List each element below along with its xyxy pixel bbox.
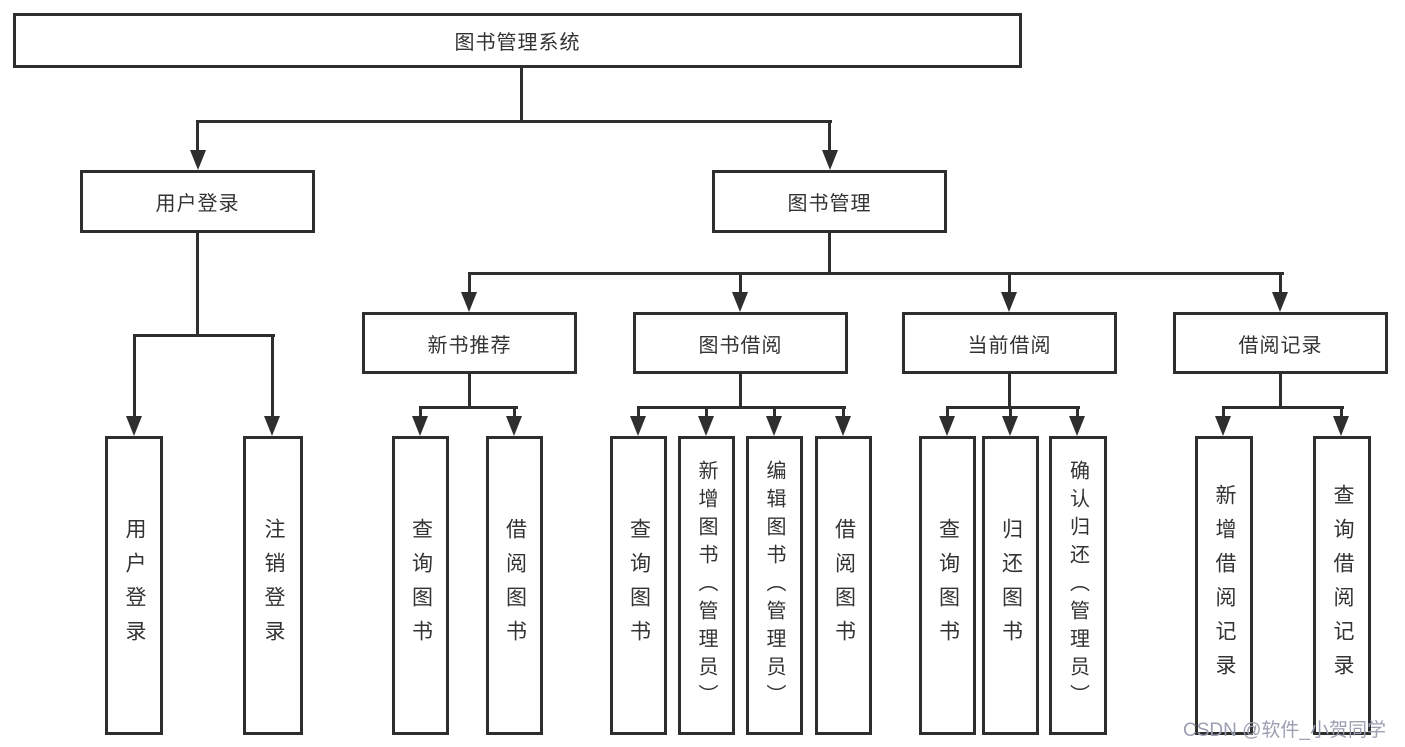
node-borrow-records: 借阅记录	[1173, 312, 1388, 374]
arrow-head	[126, 416, 142, 436]
node-root-system-label: 图书管理系统	[454, 32, 581, 54]
arrow-head	[461, 292, 477, 312]
arrow-head	[835, 416, 851, 436]
leaf-cb-return-books: 归还图书	[982, 436, 1039, 735]
connector-new-book-rec-crossbar	[419, 406, 518, 409]
leaf-cb-confirm-return-admin: 确认归还（管理员）	[1049, 436, 1107, 735]
arrow-head	[506, 416, 522, 436]
connector-user-login-crossbar	[133, 334, 275, 337]
node-book-mgmt-label: 图书管理	[787, 193, 872, 215]
leaf-cb-return-books-label: 归还图书	[999, 517, 1023, 654]
connector-to-logout	[271, 334, 274, 418]
node-new-book-rec-label: 新书推荐	[427, 334, 512, 357]
leaf-cb-query-books-label: 查询图书	[936, 517, 960, 654]
leaf-logout-label: 注销登录	[262, 517, 285, 654]
node-user-login: 用户登录	[80, 170, 315, 233]
leaf-bb-add-book-admin-label: 新增图书（管理员）	[695, 459, 717, 712]
connector-borrow-records-stem	[1279, 374, 1282, 409]
connector-user-login-stem	[196, 233, 199, 337]
connector-to-login	[133, 334, 136, 418]
leaf-bb-borrow-books-label: 借阅图书	[832, 517, 856, 654]
leaf-br-add-record: 新增借阅记录	[1195, 436, 1253, 735]
connector-leaf	[1222, 406, 1225, 418]
leaf-bb-borrow-books: 借阅图书	[815, 436, 872, 735]
arrow-head	[1069, 416, 1085, 436]
arrow-head	[822, 150, 838, 170]
connector-leaf	[637, 406, 640, 418]
node-book-mgmt: 图书管理	[712, 170, 947, 233]
arrow-head	[264, 416, 280, 436]
arrow-head	[732, 292, 748, 312]
connector-to-book-mgmt	[828, 120, 831, 152]
leaf-cb-confirm-return-admin-label: 确认归还（管理员）	[1066, 459, 1089, 712]
connector-current-borrow-crossbar	[946, 406, 1080, 409]
arrow-head	[1001, 292, 1017, 312]
arrow-head	[630, 416, 646, 436]
arrow-head	[766, 416, 782, 436]
connector-leaf	[1076, 406, 1079, 418]
arrow-head	[1272, 292, 1288, 312]
arrow-head	[939, 416, 955, 436]
arrow-head	[412, 416, 428, 436]
arrow-head	[1002, 416, 1018, 436]
leaf-logout: 注销登录	[243, 436, 303, 735]
leaf-nb-borrow-books: 借阅图书	[486, 436, 543, 735]
connector-to-book-borrow	[739, 272, 742, 294]
leaf-nb-query-books-label: 查询图书	[409, 517, 433, 654]
leaf-nb-query-books: 查询图书	[392, 436, 449, 735]
connector-current-borrow-stem	[1008, 374, 1011, 409]
node-user-login-label: 用户登录	[155, 193, 240, 215]
leaf-br-query-record-label: 查询借阅记录	[1331, 483, 1354, 688]
connector-leaf	[1009, 406, 1012, 418]
leaf-bb-add-book-admin: 新增图书（管理员）	[678, 436, 735, 735]
connector-book-borrow-stem	[739, 374, 742, 409]
connector-to-new-book-rec	[468, 272, 471, 294]
connector-to-borrow-records	[1279, 272, 1282, 294]
connector-root-stem	[520, 68, 523, 121]
connector-to-user-login	[196, 120, 199, 152]
connector-leaf	[419, 406, 422, 418]
leaf-br-add-record-label: 新增借阅记录	[1213, 483, 1236, 688]
node-current-borrow: 当前借阅	[902, 312, 1117, 374]
arrow-head	[1215, 416, 1231, 436]
node-root-system: 图书管理系统	[13, 13, 1022, 68]
connector-book-mgmt-stem	[828, 233, 831, 275]
connector-leaf	[705, 406, 708, 418]
node-borrow-records-label: 借阅记录	[1238, 334, 1323, 357]
connector-leaf	[773, 406, 776, 418]
leaf-br-query-record: 查询借阅记录	[1313, 436, 1371, 735]
node-new-book-rec: 新书推荐	[362, 312, 577, 374]
connector-leaf	[1340, 406, 1343, 418]
node-current-borrow-label: 当前借阅	[967, 334, 1052, 357]
connector-book-mgmt-crossbar	[468, 272, 1284, 275]
node-book-borrow: 图书借阅	[633, 312, 848, 374]
node-book-borrow-label: 图书借阅	[698, 334, 783, 357]
leaf-login-label: 用户登录	[123, 517, 146, 654]
connector-leaf	[946, 406, 949, 418]
arrow-head	[698, 416, 714, 436]
arrow-head	[1333, 416, 1349, 436]
leaf-bb-edit-book-admin: 编辑图书（管理员）	[746, 436, 803, 735]
leaf-bb-query-books: 查询图书	[610, 436, 667, 735]
leaf-login: 用户登录	[105, 436, 163, 735]
connector-book-borrow-crossbar	[637, 406, 846, 409]
arrow-head	[190, 150, 206, 170]
leaf-nb-borrow-books-label: 借阅图书	[503, 517, 527, 654]
connector-new-book-rec-stem	[468, 374, 471, 409]
connector-leaf	[513, 406, 516, 418]
leaf-bb-query-books-label: 查询图书	[627, 517, 651, 654]
connector-borrow-records-crossbar	[1222, 406, 1344, 409]
csdn-watermark: CSDN @软件_小贺同学	[1183, 720, 1386, 741]
leaf-cb-query-books: 查询图书	[919, 436, 976, 735]
connector-leaf	[842, 406, 845, 418]
connector-root-crossbar	[196, 120, 832, 123]
connector-to-current-borrow	[1008, 272, 1011, 294]
leaf-bb-edit-book-admin-label: 编辑图书（管理员）	[763, 459, 785, 712]
